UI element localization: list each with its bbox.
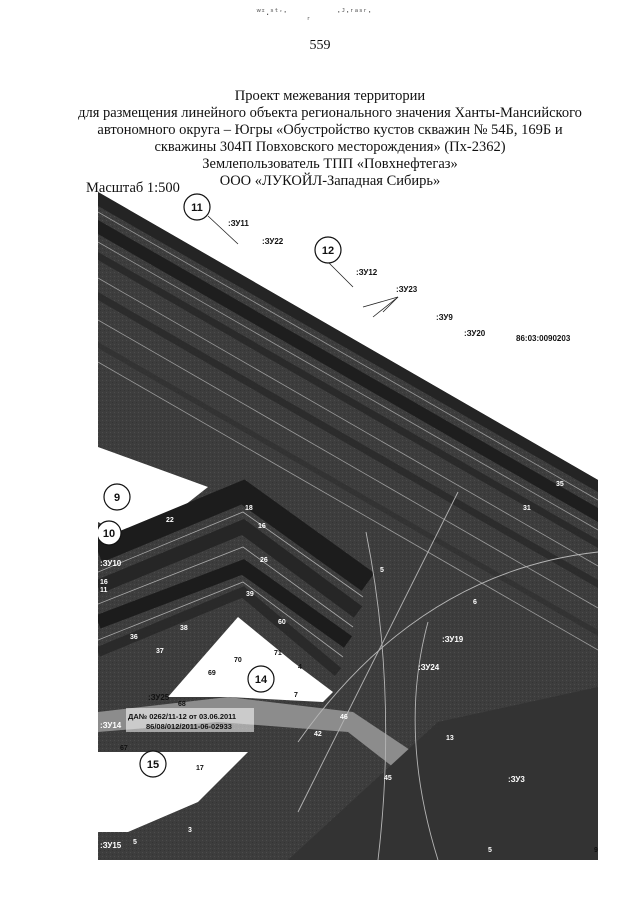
circle-marker: 10: [98, 520, 122, 546]
parcel-label: :ЗУ14: [100, 721, 122, 730]
point-number: 3: [188, 827, 192, 834]
page-number: 559: [309, 38, 331, 53]
point-number: 31: [523, 505, 531, 512]
parcel-label: :ЗУ22: [262, 237, 284, 246]
point-number: 26: [260, 557, 268, 564]
corridor-band: [98, 342, 598, 636]
scale-label: Масштаб 1:500: [86, 180, 180, 196]
title-line: Землепользователь ТПП «Повхнефтегаз»: [202, 156, 458, 172]
point-number: 68: [178, 701, 186, 708]
point-number: 11: [100, 587, 108, 594]
point-number: 36: [130, 634, 138, 641]
title-line: автономного округа – Югры «Обустройство …: [97, 122, 563, 138]
point-number: 45: [384, 775, 392, 782]
parcel-label: :ЗУ23: [396, 285, 418, 294]
point-number: 70: [234, 657, 242, 664]
point-number: 17: [196, 765, 204, 772]
point-number: 60: [278, 619, 286, 626]
title-line: для размещения линейного объекта региона…: [78, 105, 582, 121]
title-line: скважины 304П Повховского месторождения»…: [154, 139, 506, 155]
doc-note-line: ДА№ 0262/11-12 от 03.06.2011: [128, 712, 236, 721]
parcel-label: :ЗУ12: [356, 268, 378, 277]
point-number: 39: [246, 591, 254, 598]
point-number: 9: [594, 847, 598, 854]
parcel-label: :ЗУ11: [228, 219, 249, 228]
parcel-label: :ЗУ9: [436, 313, 453, 322]
parcel-label: :ЗУ10: [100, 559, 122, 568]
arc-lines: [297, 491, 599, 860]
parcel-label: :ЗУ25: [148, 693, 170, 702]
point-number: 42: [314, 731, 322, 738]
title-line: ООО «ЛУКОЙЛ-Западная Сибирь»: [219, 173, 441, 189]
scan-noise: ʳ: [306, 16, 312, 26]
marker-label: 14: [255, 674, 268, 686]
corridor-band: [98, 252, 598, 548]
circle-marker: 15: [139, 750, 167, 778]
point-number: 38: [180, 625, 188, 632]
parcel-label: :ЗУ3: [508, 775, 525, 784]
circle-marker: 11: [183, 193, 211, 221]
marker-label: 10: [103, 528, 115, 540]
scan-noise: ·ᴶ·ʳᵃˢʳ·: [336, 8, 372, 18]
scan-noise: ʷᶦ.ˢᵗˑ·: [256, 8, 288, 18]
boundary-lines: [98, 211, 599, 651]
parcel-label: :ЗУ24: [418, 663, 440, 672]
parcel-label: :ЗУ26: [106, 768, 128, 777]
point-numbers: 35 31 18 16 22 26 11 16 39 38 36 37 60 6…: [100, 481, 598, 854]
parcel-label: :ЗУ19: [442, 635, 464, 644]
white-lower-area: [98, 752, 248, 832]
point-number: 35: [556, 481, 564, 488]
survey-map: 11 12 9 10 14 15 :ЗУ11 :ЗУ22 :ЗУ12 :ЗУ23…: [98, 192, 599, 860]
point-number: 16: [258, 523, 266, 530]
parcel-label: :ЗУ15: [100, 841, 122, 850]
circle-marker: 14: [247, 665, 275, 693]
leader-lines: [207, 215, 399, 318]
point-number: 16: [100, 579, 108, 586]
title-line: Проект межевания территории: [234, 88, 426, 104]
point-number: 13: [446, 735, 454, 742]
point-number: 6: [473, 599, 477, 606]
white-inner-area: [168, 617, 333, 702]
cadastral-block-label: 86:03:0090203: [516, 334, 571, 343]
point-number: 5: [380, 567, 384, 574]
marker-label: 15: [147, 759, 159, 771]
point-number: 37: [156, 648, 164, 655]
corridor-band: [98, 192, 598, 492]
point-number: 5: [488, 847, 492, 854]
document-title: Проект межевания территории для размещен…: [60, 88, 600, 190]
point-number: 18: [245, 505, 253, 512]
parcel-label: :ЗУ21: [126, 513, 148, 522]
point-number: 71: [274, 650, 282, 657]
point-number: 4: [298, 664, 302, 671]
circle-marker: 9: [103, 483, 131, 511]
point-number: 46: [340, 714, 348, 721]
point-number: 69: [208, 670, 216, 677]
doc-note-background: [126, 708, 254, 732]
white-gap: [98, 447, 208, 542]
chevron-bands: [98, 479, 375, 676]
corridor-band: [98, 220, 598, 522]
point-number: 7: [294, 692, 298, 699]
lower-block: [288, 687, 598, 860]
marker-label: 11: [191, 202, 203, 214]
marker-label: 9: [114, 492, 120, 504]
doc-note-line: 86/08/012/2011-06-02933: [146, 722, 232, 731]
parcel-label: :ЗУ20: [464, 329, 486, 338]
corridor-band: [98, 292, 598, 588]
point-number: 22: [166, 517, 174, 524]
circle-marker: 12: [314, 236, 342, 264]
point-number: 67: [120, 745, 128, 752]
point-number: 5: [133, 839, 137, 846]
marker-label: 12: [322, 245, 334, 257]
